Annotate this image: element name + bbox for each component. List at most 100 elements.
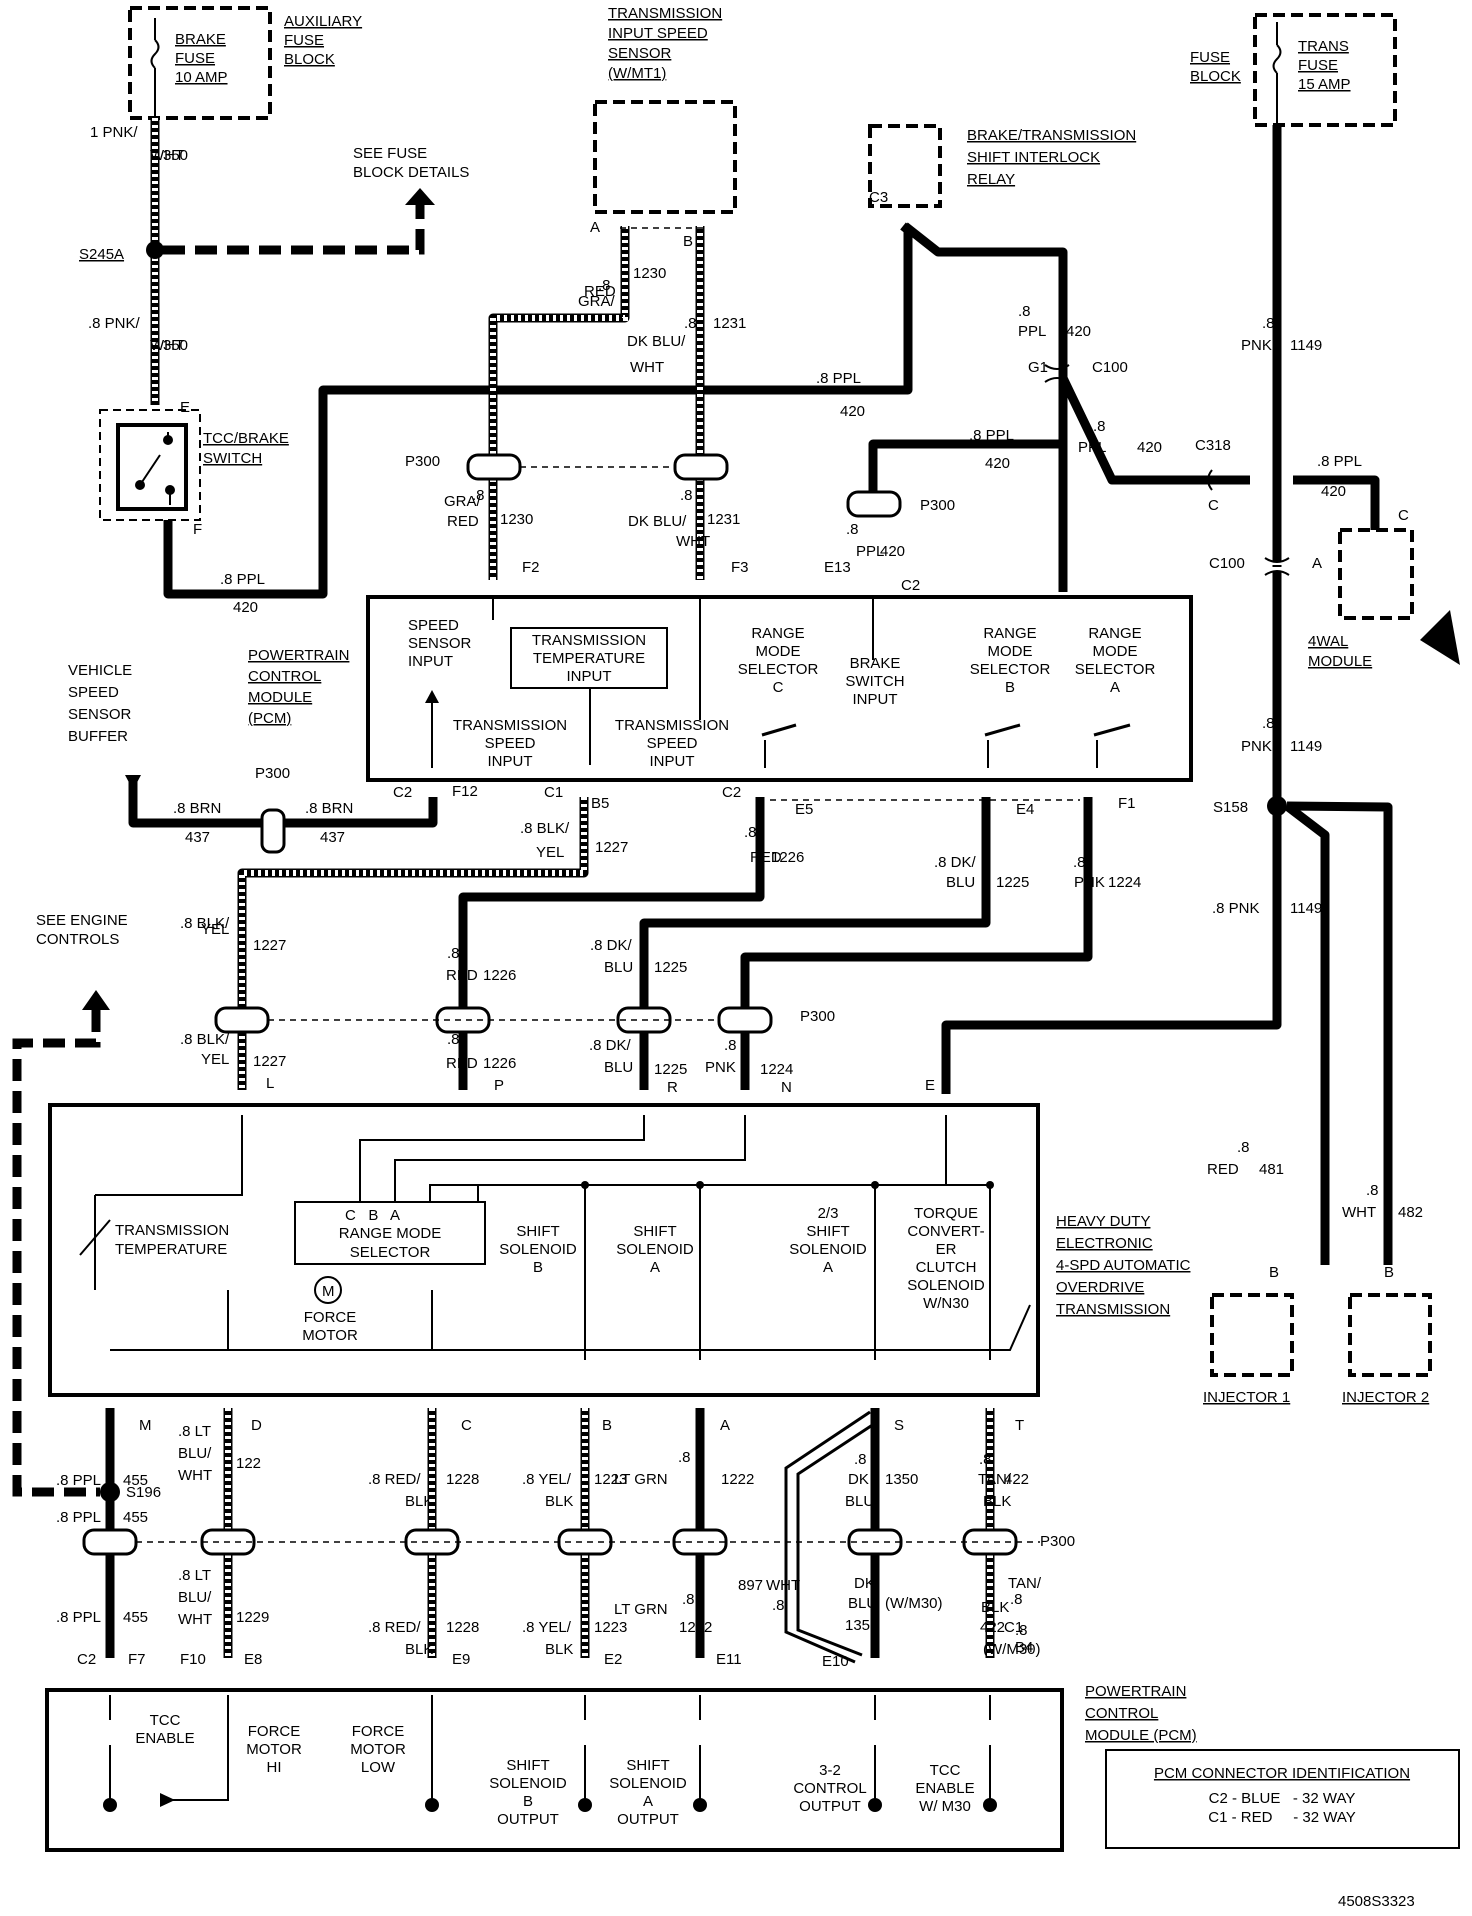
wire-label: E9 — [452, 1651, 470, 1668]
wire-label: F3 — [731, 559, 749, 576]
connector-id-title: PCM CONNECTOR IDENTIFICATION — [1154, 1765, 1410, 1782]
wire-label: BLK — [545, 1641, 573, 1658]
text-line: SELECTOR — [350, 1244, 431, 1261]
wire-label: BLK — [405, 1493, 433, 1510]
wire-label: RED — [447, 513, 479, 530]
wire-label: C1 — [544, 784, 563, 801]
text-line: SOLENOID — [616, 1241, 694, 1258]
wire-label: PPL — [856, 543, 884, 560]
text-line: INPUT — [650, 753, 695, 770]
text-line: FORCE — [248, 1723, 301, 1740]
wire-label: 1222 — [679, 1619, 712, 1636]
wire-label: WHT — [150, 337, 184, 354]
wire-label: S196 — [126, 1484, 161, 1501]
wire-label: 437 — [185, 829, 210, 846]
wire-label: 1227 — [253, 1053, 286, 1070]
see-fuse-arrow-icon — [405, 188, 435, 205]
text-line: INPUT — [408, 653, 453, 670]
wire-label: G1 — [1028, 359, 1048, 376]
pcm-lower-module — [45, 1688, 1064, 1852]
wire-label: RED — [446, 1055, 478, 1072]
wire-label: 422 — [980, 1619, 1005, 1636]
wire-label: .8 — [684, 315, 697, 332]
wire-label: (W/M30) — [983, 1641, 1041, 1658]
wire-label: PNK — [1074, 874, 1105, 891]
wire-label: 1350 — [845, 1617, 878, 1634]
text-line: TEMPERATURE — [533, 650, 645, 667]
text-line: RANGE — [1088, 625, 1141, 642]
wire-label: BLK — [545, 1493, 573, 1510]
wire-label: TAN/ — [978, 1471, 1012, 1488]
wire-label: PNK — [705, 1059, 736, 1076]
wire-label: R — [667, 1079, 678, 1096]
text-line: FUSE — [1190, 49, 1230, 66]
wire-label: 1350 — [885, 1471, 918, 1488]
text-line: FORCE — [304, 1309, 357, 1326]
wire-label: 1226 — [483, 1055, 516, 1072]
wire-label: 1230 — [500, 511, 533, 528]
wire-label: .8 — [1018, 303, 1031, 320]
text-line: TCC/BRAKE — [203, 430, 289, 447]
text-line: ER — [936, 1241, 957, 1258]
text-line: SOLENOID — [489, 1775, 567, 1792]
text-line: LOW — [361, 1759, 396, 1776]
text-line: BRAKE/TRANSMISSION — [967, 127, 1136, 144]
brake-fuse-box — [128, 6, 272, 120]
injector-1-box — [1210, 1293, 1294, 1377]
wire-label: 1227 — [253, 937, 286, 954]
wire-label: .8 — [846, 521, 859, 538]
transmission-module — [48, 1103, 1040, 1397]
wire-label: F — [193, 521, 202, 538]
text-line: C1 - RED - 32 WAY — [1208, 1809, 1356, 1826]
text-line: 3-2 — [819, 1762, 841, 1779]
wire-label: BLU — [946, 874, 975, 891]
text-line: BLOCK DETAILS — [353, 164, 469, 181]
wire-label: 1231 — [713, 315, 746, 332]
wire-label: C2 — [393, 784, 412, 801]
wire-label: WHT — [676, 533, 710, 550]
wire-label: E10 — [822, 1653, 849, 1670]
wire-label: A — [590, 219, 600, 236]
text-line: TRANSMISSION — [532, 632, 646, 649]
wire-label: .8 DK/ — [934, 854, 977, 871]
wire-label: .8 — [1093, 418, 1106, 435]
wire-label: .8 PPL — [220, 571, 265, 588]
text-line: FUSE — [1298, 57, 1338, 74]
wire-label: C100 — [1092, 359, 1128, 376]
text-line: 4-SPD AUTOMATIC — [1056, 1257, 1191, 1274]
text-line: CONVERT- — [907, 1223, 984, 1240]
wire-label: .8 — [472, 487, 485, 504]
wire-label: C318 — [1195, 437, 1231, 454]
wire-label: B4 — [1015, 1639, 1033, 1656]
p300-connector-lower — [82, 1528, 1040, 1556]
diagram-id: 4508S3323 — [1338, 1893, 1415, 1910]
wire-label: B — [1384, 1264, 1394, 1281]
wire-label: .8 — [1010, 1591, 1023, 1608]
text-line: MODULE (PCM) — [1085, 1727, 1197, 1744]
wire-label: .8 — [1262, 315, 1275, 332]
wire-label: C — [1208, 497, 1219, 514]
text-line: 10 AMP — [175, 69, 228, 86]
splice-s196 — [100, 1482, 120, 1502]
wire-label: E5 — [795, 801, 813, 818]
wire-label: WHT — [766, 1577, 800, 1594]
text-line: SPEED — [647, 735, 698, 752]
wire-label: BLU — [604, 959, 633, 976]
wire-label: (W/M30) — [885, 1595, 943, 1612]
text-line: MODE — [1093, 643, 1138, 660]
wire-label: 455 — [123, 1472, 148, 1489]
wire-label: YEL — [536, 844, 564, 861]
text-line: SHIFT — [506, 1757, 549, 1774]
wire-label: E11 — [716, 1651, 742, 1668]
wire-label: 897 — [738, 1577, 763, 1594]
wire-label: BLK — [405, 1641, 433, 1658]
